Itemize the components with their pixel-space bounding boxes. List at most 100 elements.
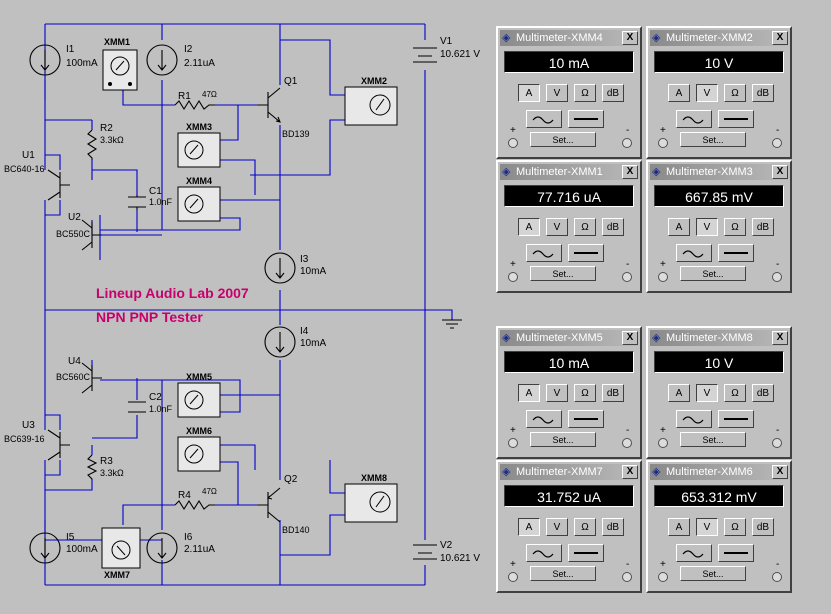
meter-symbol-xmm2[interactable] (344, 86, 398, 126)
minus-terminal[interactable] (622, 572, 632, 582)
mode-button[interactable]: A (518, 84, 540, 102)
mode-button[interactable]: dB (752, 384, 774, 402)
plus-terminal[interactable] (658, 138, 668, 148)
mode-button[interactable]: V (696, 518, 718, 536)
close-button[interactable]: X (772, 165, 788, 179)
close-button[interactable]: X (622, 465, 638, 479)
dc-button[interactable] (568, 410, 604, 428)
set-button[interactable]: Set... (530, 432, 596, 447)
meter-symbol-xmm7[interactable] (101, 527, 141, 569)
plus-terminal[interactable] (508, 138, 518, 148)
multimeter-titlebar[interactable]: ◈Multimeter-XMM5 (500, 330, 638, 346)
plus-terminal[interactable] (658, 438, 668, 448)
meter-symbol-xmm1[interactable] (102, 49, 138, 91)
close-button[interactable]: X (772, 465, 788, 479)
set-button[interactable]: Set... (680, 566, 746, 581)
ac-button[interactable] (526, 410, 562, 428)
meter-symbol-xmm5[interactable] (177, 382, 221, 418)
ac-button[interactable] (676, 410, 712, 428)
mode-button[interactable]: Ω (574, 218, 596, 236)
mode-button[interactable]: A (668, 518, 690, 536)
dc-button[interactable] (718, 410, 754, 428)
plus-terminal[interactable] (658, 272, 668, 282)
ac-button[interactable] (526, 544, 562, 562)
ac-button[interactable] (676, 110, 712, 128)
set-button[interactable]: Set... (680, 266, 746, 281)
meter-symbol-xmm3[interactable] (177, 132, 221, 168)
minus-terminal[interactable] (622, 272, 632, 282)
mode-button[interactable]: dB (752, 218, 774, 236)
minus-terminal[interactable] (622, 138, 632, 148)
minus-terminal[interactable] (772, 138, 782, 148)
mode-button[interactable]: V (696, 218, 718, 236)
multimeter-titlebar[interactable]: ◈Multimeter-XMM4 (500, 30, 638, 46)
mode-button[interactable]: Ω (724, 218, 746, 236)
plus-terminal[interactable] (508, 438, 518, 448)
plus-terminal[interactable] (508, 272, 518, 282)
ac-button[interactable] (676, 244, 712, 262)
minus-terminal[interactable] (772, 572, 782, 582)
mode-button[interactable]: A (668, 384, 690, 402)
mode-button[interactable]: A (668, 218, 690, 236)
mode-button[interactable]: Ω (724, 384, 746, 402)
mode-button[interactable]: A (668, 84, 690, 102)
meter-symbol-xmm4[interactable] (177, 186, 221, 222)
mode-button[interactable]: Ω (724, 518, 746, 536)
mode-button[interactable]: V (546, 218, 568, 236)
mode-button[interactable]: V (696, 84, 718, 102)
dc-button[interactable] (568, 110, 604, 128)
mode-button[interactable]: dB (752, 518, 774, 536)
mode-button[interactable]: A (518, 384, 540, 402)
mode-button[interactable]: dB (602, 518, 624, 536)
ac-button[interactable] (676, 544, 712, 562)
minus-terminal[interactable] (772, 438, 782, 448)
mode-button[interactable]: V (546, 518, 568, 536)
mode-button[interactable]: V (546, 84, 568, 102)
dc-button[interactable] (718, 544, 754, 562)
multimeter-titlebar[interactable]: ◈Multimeter-XMM1 (500, 164, 638, 180)
circuit-schematic[interactable]: I1 100mA I2 2.11uA I3 10mA I4 10mA I5 10… (0, 0, 500, 614)
minus-terminal[interactable] (772, 272, 782, 282)
multimeter-titlebar[interactable]: ◈Multimeter-XMM7 (500, 464, 638, 480)
plus-terminal[interactable] (508, 572, 518, 582)
mode-button[interactable]: A (518, 218, 540, 236)
mode-button[interactable]: dB (602, 218, 624, 236)
mode-button[interactable]: V (546, 384, 568, 402)
ac-button[interactable] (526, 110, 562, 128)
close-button[interactable]: X (622, 165, 638, 179)
dc-button[interactable] (568, 244, 604, 262)
set-button[interactable]: Set... (530, 566, 596, 581)
multimeter-titlebar[interactable]: ◈Multimeter-XMM8 (650, 330, 788, 346)
dc-button[interactable] (568, 544, 604, 562)
set-button[interactable]: Set... (530, 266, 596, 281)
mode-button[interactable]: Ω (574, 518, 596, 536)
mode-button[interactable]: dB (602, 84, 624, 102)
set-button[interactable]: Set... (680, 132, 746, 147)
close-button[interactable]: X (772, 331, 788, 345)
close-button[interactable]: X (772, 31, 788, 45)
close-button[interactable]: X (622, 31, 638, 45)
minus-terminal[interactable] (622, 438, 632, 448)
mode-button[interactable]: Ω (574, 84, 596, 102)
multimeter-titlebar[interactable]: ◈Multimeter-XMM2 (650, 30, 788, 46)
close-button[interactable]: X (622, 331, 638, 345)
set-button[interactable]: Set... (680, 432, 746, 447)
mode-button[interactable]: Ω (724, 84, 746, 102)
multimeter-titlebar[interactable]: ◈Multimeter-XMM6 (650, 464, 788, 480)
mode-button[interactable]: A (518, 518, 540, 536)
dc-button[interactable] (718, 244, 754, 262)
mode-button[interactable]: dB (602, 384, 624, 402)
meter-symbol-xmm8[interactable] (344, 483, 398, 523)
set-button[interactable]: Set... (530, 132, 596, 147)
plus-terminal[interactable] (658, 572, 668, 582)
meter-symbol-xmm6[interactable] (177, 436, 221, 472)
mode-button[interactable]: dB (752, 84, 774, 102)
